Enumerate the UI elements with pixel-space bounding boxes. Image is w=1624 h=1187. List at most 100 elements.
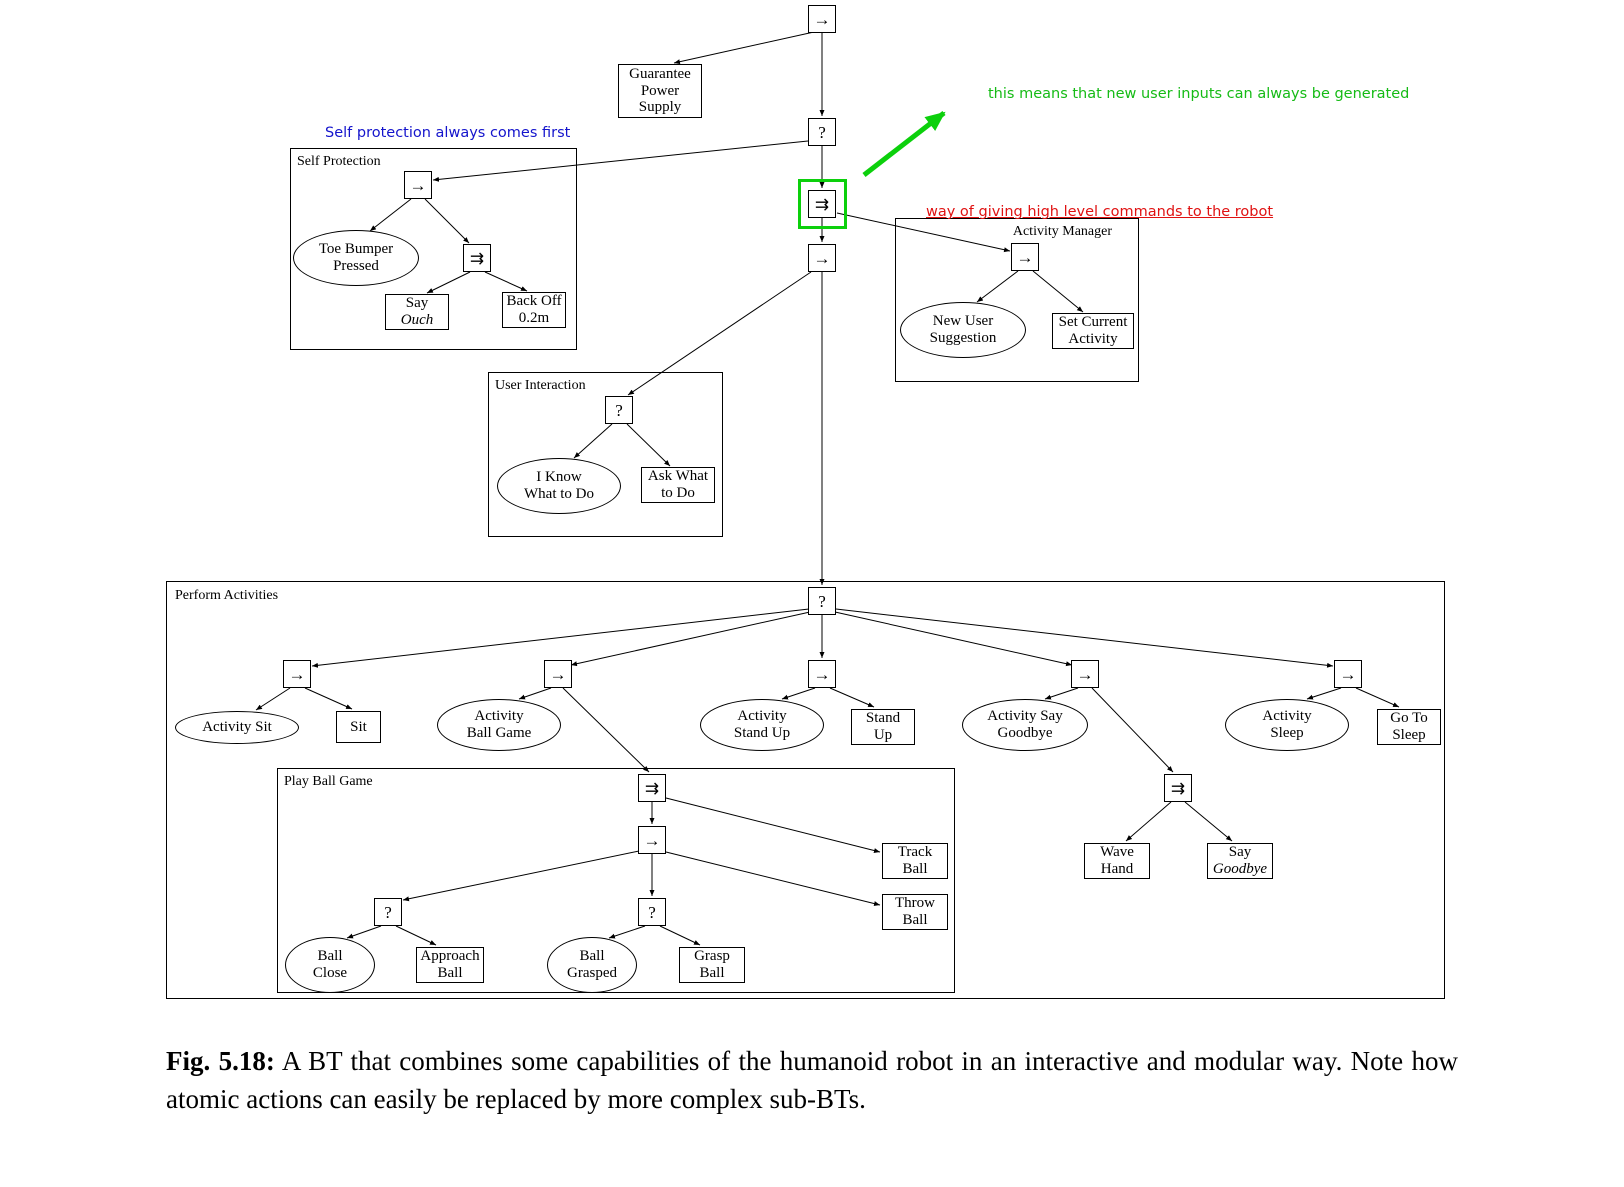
group-activity-manager-label: Activity Manager [1012, 224, 1112, 239]
action-say-goodbye-line2: Goodbye [1212, 861, 1268, 877]
condition-i-know-what-to-do: I Know What to Do [497, 458, 621, 514]
node-user-interaction-fallback: ? [605, 396, 633, 424]
group-perform-activities: Perform Activities [166, 581, 1445, 999]
action-guarantee-power-supply: Guarantee Power Supply [618, 64, 702, 118]
edge [976, 270, 1019, 303]
edge [1091, 687, 1174, 773]
action-throw-ball: Throw Ball [882, 894, 948, 930]
action-grasp-ball-line1: Grasp [694, 948, 730, 965]
action-ask-what-to-do: Ask What to Do [641, 467, 715, 503]
action-back-off-line2: 0.2m [518, 310, 550, 326]
condition-activity-sleep-line2: Sleep [1270, 725, 1304, 741]
condition-activity-say-goodbye: Activity Say Goodbye [962, 699, 1088, 751]
caption-text: A BT that combines some capabilities of … [166, 1046, 1458, 1115]
edge [426, 271, 471, 294]
edge [395, 925, 437, 946]
action-stand-up-line1: Stand [865, 710, 901, 727]
condition-new-user-suggestion-line1: New User [932, 313, 994, 330]
node-approach-fallback: ? [374, 898, 402, 926]
edge [836, 212, 1011, 253]
action-ask-what-to-do-line2: to Do [661, 485, 695, 501]
condition-activity-sit-line1: Activity Sit [202, 719, 272, 736]
condition-activity-sleep-line1: Activity [1262, 708, 1312, 725]
condition-toe-bumper-pressed: Toe Bumper Pressed [293, 230, 419, 286]
edge [1306, 687, 1342, 700]
node-main-fallback: ? [808, 118, 836, 146]
edge [659, 925, 701, 946]
action-sit: Sit [336, 711, 381, 743]
node-new-input-parallel: ⇉ [808, 190, 836, 218]
edge [781, 687, 816, 700]
action-wave-hand-line1: Wave [1100, 844, 1134, 861]
condition-ball-close: Ball Close [285, 937, 375, 993]
group-perform-activities-label: Perform Activities [175, 588, 279, 603]
action-track-ball-line1: Track [897, 844, 933, 861]
condition-toe-bumper-pressed-line2: Pressed [333, 258, 379, 274]
node-sleep-sequence: → [1334, 660, 1362, 688]
group-user-interaction-label: User Interaction [495, 378, 586, 393]
edge [835, 608, 1334, 668]
edge [562, 687, 650, 773]
group-activity-manager: Activity Manager [895, 218, 1139, 382]
node-activity-manager-sequence: → [1011, 243, 1039, 271]
condition-ball-grasped-line1: Ball [579, 948, 605, 965]
condition-activity-say-goodbye-line2: Goodbye [997, 725, 1053, 741]
action-stand-up-line2: Up [873, 727, 893, 743]
action-say-ouch-line1: Say [405, 295, 429, 312]
condition-ball-grasped: Ball Grasped [547, 937, 637, 993]
node-ball-game-inner-sequence: → [638, 826, 666, 854]
node-mid-sequence: → [808, 244, 836, 272]
action-wave-hand: Wave Hand [1084, 843, 1150, 879]
action-say-ouch: Say Ouch [385, 294, 449, 330]
action-stand-up: Stand Up [851, 709, 915, 745]
condition-activity-say-goodbye-line1: Activity Say [987, 708, 1063, 725]
node-say-goodbye-sequence: → [1071, 660, 1099, 688]
group-self-protection-label: Self Protection [297, 154, 381, 169]
condition-activity-sleep: Activity Sleep [1225, 699, 1349, 751]
action-grasp-ball-line2: Ball [699, 965, 725, 981]
node-root-sequence: → [808, 5, 836, 33]
condition-ball-close-line2: Close [312, 965, 348, 981]
condition-activity-ball-game-line2: Ball Game [466, 725, 532, 741]
node-sit-sequence: → [283, 660, 311, 688]
edge [608, 925, 646, 939]
condition-activity-ball-game-line1: Activity [474, 708, 524, 725]
action-say-goodbye: Say Goodbye [1207, 843, 1273, 879]
action-track-ball-line2: Ball [902, 861, 928, 877]
group-play-ball-game-label: Play Ball Game [284, 774, 373, 789]
action-set-current-activity: Set Current Activity [1052, 313, 1134, 349]
annotation-new-user-inputs: this means that new user inputs can alwa… [988, 86, 1410, 102]
edge [834, 611, 1073, 667]
action-guarantee-power-supply-line2: Power [640, 82, 680, 99]
condition-toe-bumper-pressed-line1: Toe Bumper [318, 241, 394, 258]
edge [304, 687, 353, 710]
edge [1125, 801, 1172, 842]
edge [311, 608, 810, 668]
action-go-to-sleep-line1: Go To [1390, 710, 1428, 727]
condition-new-user-suggestion-line2: Suggestion [929, 330, 997, 346]
edge [573, 423, 613, 459]
node-perform-activities-fallback: ? [808, 587, 836, 615]
action-say-goodbye-line1: Say [1228, 844, 1252, 861]
action-approach-ball: Approach Ball [416, 947, 484, 983]
action-approach-ball-line1: Approach [420, 948, 480, 965]
condition-ball-close-line1: Ball [317, 948, 343, 965]
node-self-protection-sequence: → [404, 171, 432, 199]
edge [665, 851, 881, 906]
edge [255, 687, 291, 711]
action-back-off-line1: Back Off [506, 293, 562, 310]
condition-activity-ball-game: Activity Ball Game [437, 699, 561, 751]
edge [1032, 270, 1084, 313]
action-approach-ball-line2: Ball [437, 965, 463, 981]
node-grasp-fallback: ? [638, 898, 666, 926]
annotation-self-protection: Self protection always comes first [325, 125, 571, 141]
action-sit-line1: Sit [350, 718, 367, 735]
highlight-box [798, 179, 847, 229]
action-guarantee-power-supply-line3: Supply [638, 99, 682, 116]
group-self-protection: Self Protection [290, 148, 577, 350]
edge [346, 925, 382, 939]
condition-i-know-what-to-do-line2: What to Do [524, 486, 594, 502]
action-track-ball: Track Ball [882, 843, 948, 879]
node-self-protection-parallel: ⇉ [463, 244, 491, 272]
edge [665, 797, 881, 853]
